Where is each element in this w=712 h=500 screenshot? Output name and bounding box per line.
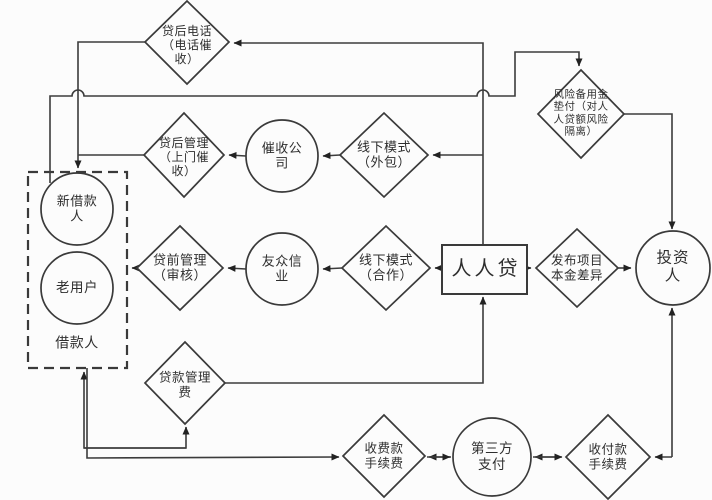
third-party-payment-node: [452, 417, 532, 497]
edge-youzhong-to-preloan: [227, 264, 247, 272]
offline-coop-node: [340, 224, 432, 312]
collect-fee-node: [341, 413, 427, 499]
post-loan-mgmt-node: [142, 111, 226, 199]
edge-coop-to-youzhong: [322, 265, 343, 273]
youzhong-xinye-node: [245, 232, 319, 306]
new-borrower-node: [40, 172, 114, 246]
edge-renrendai-to-phone: [233, 39, 484, 245]
edge-borrower-to-loanfee: [84, 426, 190, 449]
pre-loan-mgmt-node: [135, 224, 225, 312]
edge-outsource-to-collection: [322, 152, 341, 160]
renrendai-node: [441, 244, 528, 295]
edge-loanfee-to-renrendai: [225, 296, 487, 384]
old-user-node: [40, 251, 114, 325]
borrower-group-box: [26, 170, 129, 370]
collection-company-node: [245, 119, 319, 193]
loan-mgmt-fee-node: [143, 340, 227, 426]
risk-reserve-node: [536, 68, 626, 160]
edge-borrower-to-risk-reserve: [49, 51, 583, 183]
post-loan-phone-node: [143, 0, 231, 86]
edge-phone-to-borrower: [74, 41, 145, 169]
investor-node: [635, 230, 711, 306]
publish-project-node: [534, 227, 620, 309]
edge-collection-to-postloan: [228, 151, 247, 159]
edge-risk-to-investor: [624, 113, 676, 230]
pay-fee-node: [564, 413, 652, 500]
offline-outsource-node: [338, 111, 430, 199]
edge-borrower-to-collectfee: [86, 368, 340, 461]
